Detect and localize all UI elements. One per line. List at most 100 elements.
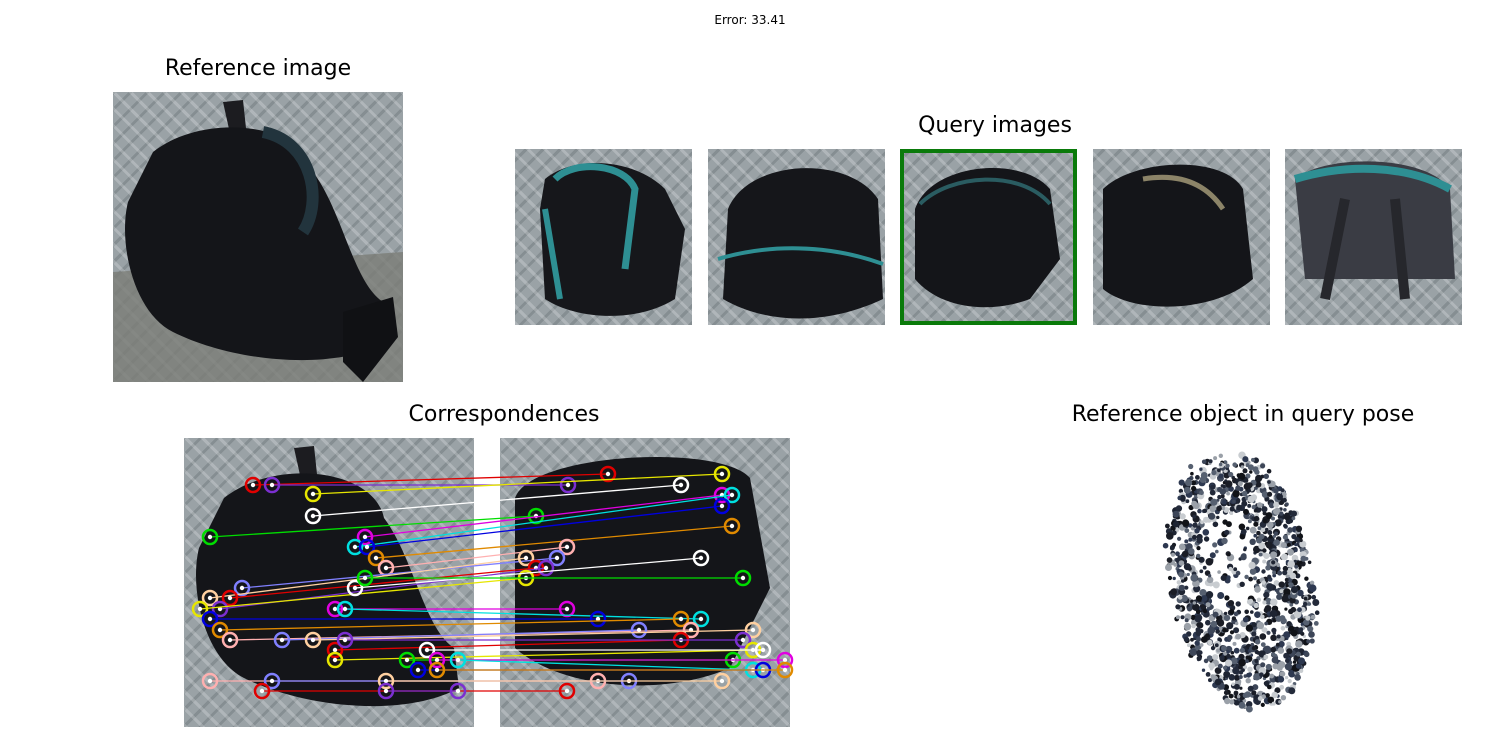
point-cloud-point xyxy=(1228,566,1233,572)
point-cloud-point xyxy=(1210,620,1218,628)
keypoint-marker xyxy=(356,569,374,587)
point-cloud-point xyxy=(1195,595,1203,602)
point-cloud-point xyxy=(1262,559,1267,564)
point-cloud-point xyxy=(1183,486,1191,494)
point-cloud-point xyxy=(1277,570,1283,576)
point-cloud-point xyxy=(1182,519,1190,527)
point-cloud-point xyxy=(1266,553,1271,558)
point-cloud-point xyxy=(1272,573,1277,578)
point-cloud-point xyxy=(1288,625,1295,632)
point-cloud-point xyxy=(1260,662,1266,668)
point-cloud-point xyxy=(1268,502,1275,509)
correspondence-line xyxy=(281,629,640,641)
point-cloud-point xyxy=(1253,515,1260,522)
point-cloud-point xyxy=(1248,576,1253,582)
keypoint-dot xyxy=(342,637,348,643)
keypoint-dot xyxy=(564,544,570,550)
point-cloud-point xyxy=(1200,520,1204,525)
keypoint-dot xyxy=(678,482,684,488)
point-cloud-point xyxy=(1256,531,1261,536)
point-cloud-point xyxy=(1181,579,1185,583)
point-cloud-point xyxy=(1298,657,1305,665)
point-cloud-point xyxy=(1251,690,1257,696)
point-cloud-point xyxy=(1274,531,1278,536)
point-cloud-point xyxy=(1202,529,1210,536)
query-image-5[interactable] xyxy=(1285,149,1462,325)
correspondence-line xyxy=(334,639,682,651)
point-cloud-point xyxy=(1231,616,1237,621)
point-cloud-point xyxy=(1287,560,1295,568)
point-cloud-point xyxy=(1212,521,1219,528)
point-cloud-point xyxy=(1187,643,1191,648)
point-cloud-point xyxy=(1206,655,1213,662)
point-cloud-point xyxy=(1250,610,1254,614)
keypoint-dot xyxy=(760,647,766,653)
point-cloud-point xyxy=(1303,596,1308,601)
point-cloud-point xyxy=(1245,678,1251,684)
point-cloud-point xyxy=(1219,462,1223,467)
point-cloud-point xyxy=(1249,526,1257,534)
point-cloud-point xyxy=(1264,597,1272,605)
point-cloud-point xyxy=(1190,471,1194,476)
point-cloud-point xyxy=(1266,515,1271,520)
point-cloud-point xyxy=(1179,513,1186,520)
point-cloud-point xyxy=(1281,553,1288,561)
point-cloud-point xyxy=(1260,642,1266,647)
point-cloud-point xyxy=(1201,668,1206,672)
point-cloud-point xyxy=(1282,565,1289,572)
keypoint-dot xyxy=(719,678,725,684)
point-cloud-point xyxy=(1197,508,1202,514)
point-cloud-point xyxy=(1253,673,1261,681)
point-cloud-point xyxy=(1165,523,1170,529)
keypoint-marker xyxy=(558,538,576,556)
point-cloud-point xyxy=(1283,652,1290,659)
point-cloud-point xyxy=(1191,485,1197,492)
point-cloud-point xyxy=(1225,659,1233,667)
point-cloud-point xyxy=(1218,473,1224,479)
point-cloud-point xyxy=(1298,560,1303,565)
point-cloud-point xyxy=(1162,542,1169,549)
point-cloud-point xyxy=(1217,494,1222,500)
point-cloud-point xyxy=(1303,651,1310,658)
point-cloud-point xyxy=(1276,493,1283,501)
point-cloud-point xyxy=(1277,676,1285,683)
point-cloud-point xyxy=(1230,650,1235,655)
reference-image-title: Reference image xyxy=(164,56,352,81)
keypoint-dot xyxy=(698,616,704,622)
keypoint-marker xyxy=(537,559,555,577)
point-cloud-point xyxy=(1286,648,1293,655)
point-cloud-point xyxy=(1293,610,1302,619)
point-cloud-point xyxy=(1192,601,1197,605)
query-image-2[interactable] xyxy=(708,149,885,325)
keypoint-dot xyxy=(362,534,368,540)
point-cloud-point xyxy=(1228,693,1234,699)
point-cloud-point xyxy=(1216,515,1220,520)
point-cloud-point xyxy=(1253,545,1261,554)
query-image-4[interactable] xyxy=(1093,149,1270,325)
point-cloud-point xyxy=(1300,555,1307,562)
point-cloud-point xyxy=(1271,627,1277,634)
query-image-3-selected[interactable] xyxy=(900,149,1077,325)
point-cloud-point xyxy=(1295,663,1302,669)
keypoint-dot xyxy=(332,606,338,612)
point-cloud-point xyxy=(1269,609,1278,618)
query-image-1[interactable] xyxy=(515,149,692,325)
keypoint-dot xyxy=(455,688,461,694)
keypoint-marker xyxy=(672,476,690,494)
keypoint-marker xyxy=(734,569,752,587)
point-cloud-point xyxy=(1184,618,1189,623)
keypoint-dot xyxy=(434,657,440,663)
point-cloud-point xyxy=(1254,649,1259,655)
point-cloud-point xyxy=(1217,663,1223,669)
point-cloud-point xyxy=(1199,467,1203,471)
point-cloud-point xyxy=(1276,594,1283,600)
point-cloud-point xyxy=(1245,526,1250,531)
correspondence-line xyxy=(334,649,754,661)
point-cloud-point xyxy=(1263,654,1269,660)
point-cloud-point xyxy=(1278,700,1282,704)
point-cloud-point xyxy=(1273,501,1280,508)
point-cloud-point xyxy=(1180,594,1188,602)
point-cloud-point xyxy=(1270,598,1278,606)
keypoint-marker xyxy=(558,600,576,618)
point-cloud-point xyxy=(1285,658,1290,664)
